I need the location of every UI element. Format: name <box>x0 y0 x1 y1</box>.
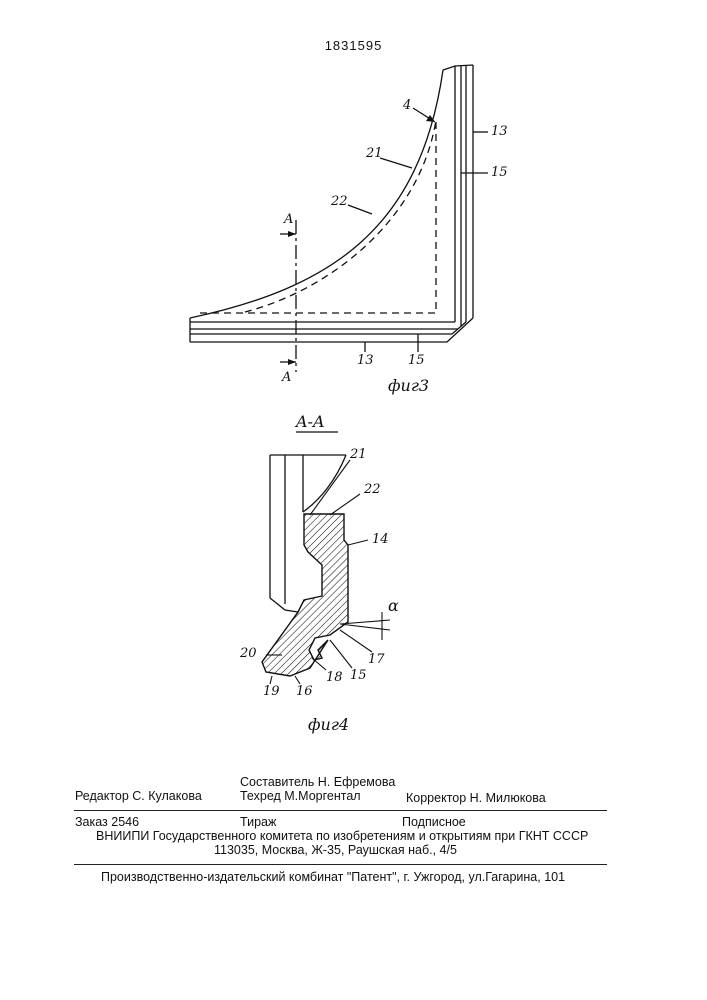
leader-21-fig4 <box>310 460 350 515</box>
label-14: 14 <box>372 532 389 547</box>
label-15-bottom: 15 <box>408 353 425 368</box>
vertical-member-top <box>443 65 473 70</box>
editor: Редактор С. Кулакова <box>75 789 202 803</box>
panel-fillet <box>303 455 346 512</box>
techred: Техред М.Моргентал <box>240 789 361 803</box>
leader-21 <box>380 158 412 168</box>
leader-17 <box>340 630 372 652</box>
label-22: 22 <box>331 194 348 209</box>
horizontal-member-line-2 <box>190 322 466 334</box>
publisher: Производственно-издательский комбинат "П… <box>101 870 565 884</box>
label-13-right: 13 <box>491 124 508 139</box>
leader-22 <box>348 205 372 214</box>
label-16: 16 <box>296 684 313 699</box>
label-15-fig4: 15 <box>350 668 367 683</box>
section-mark-bottom: A <box>282 370 291 385</box>
arrowhead-a-top <box>288 231 296 237</box>
leader-18 <box>312 658 326 670</box>
profile-14-hatched <box>262 514 348 676</box>
arrowhead-a-bottom <box>288 359 296 365</box>
organization: ВНИИПИ Государственного комитета по изоб… <box>96 829 588 843</box>
label-19: 19 <box>263 684 280 699</box>
label-22-fig4: 22 <box>364 482 381 497</box>
divider-top <box>74 810 607 811</box>
leader-14 <box>348 540 368 545</box>
corrector: Корректор Н. Милюкова <box>406 791 546 805</box>
label-alpha: α <box>388 596 399 615</box>
leader-19 <box>270 676 272 684</box>
label-21-fig4: 21 <box>350 447 367 462</box>
label-15-right: 15 <box>491 165 508 180</box>
leader-16 <box>295 676 300 684</box>
label-13-bottom: 13 <box>357 353 374 368</box>
figure-3-caption: фиг3 <box>388 376 429 395</box>
section-title: A-A <box>296 412 325 431</box>
section-mark-top: A <box>284 212 293 227</box>
divider-bottom <box>74 864 607 865</box>
panel-step <box>270 598 298 612</box>
label-20: 20 <box>240 646 257 661</box>
leader-15-fig4 <box>330 640 352 668</box>
compiler: Составитель Н. Ефремова <box>240 775 395 789</box>
figure-4-caption: фиг4 <box>308 715 349 734</box>
label-4: 4 <box>403 98 411 113</box>
address: 113035, Москва, Ж-35, Раушская наб., 4/5 <box>214 843 457 857</box>
label-17: 17 <box>368 652 385 667</box>
subscription: Подписное <box>402 815 466 829</box>
label-21: 21 <box>366 146 383 161</box>
order: Заказ 2546 <box>75 815 139 829</box>
leader-22-fig4 <box>330 494 360 515</box>
hidden-contour-22 <box>200 120 436 313</box>
label-18: 18 <box>326 670 343 685</box>
circulation: Тираж <box>240 815 276 829</box>
